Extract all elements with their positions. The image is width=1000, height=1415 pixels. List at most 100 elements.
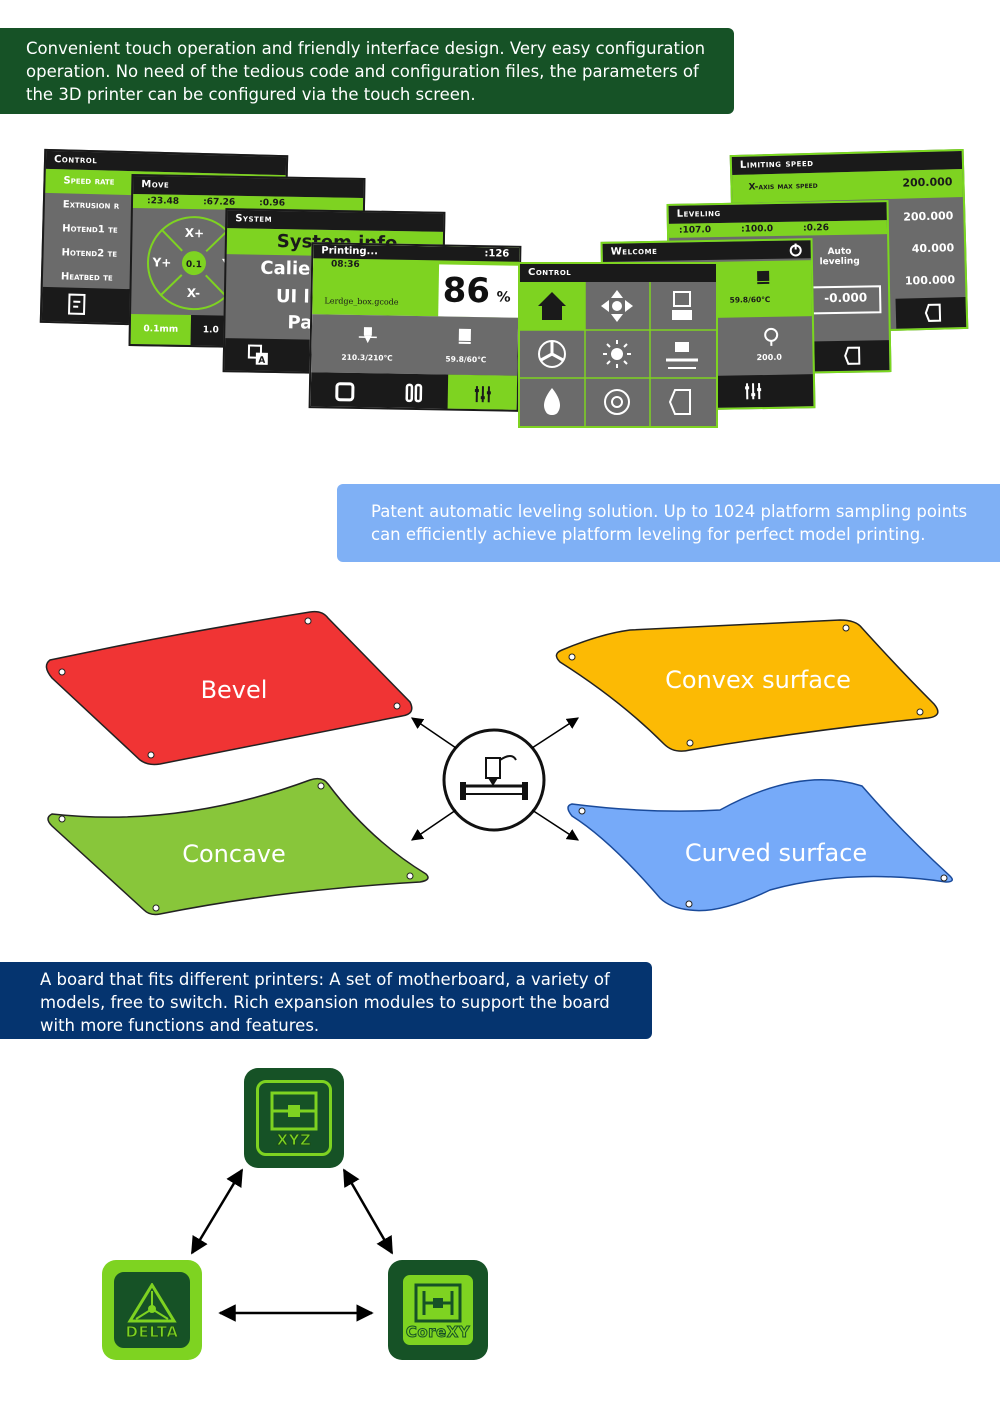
surface-types-diagram: Bevel Convex surface Concave Curved surf… — [45, 610, 953, 916]
step-center-label: 0.1 — [186, 260, 202, 270]
curved-surface: Curved surface — [567, 779, 953, 912]
board-banner-line-1: A board that fits different printers: A … — [40, 970, 610, 989]
z-home-icon[interactable] — [762, 327, 780, 347]
touch-banner-line-3: the 3D printer can be configured via the… — [26, 85, 476, 104]
fan-icon[interactable] — [538, 340, 566, 368]
home-icon[interactable] — [538, 292, 566, 320]
corexy-tile[interactable]: CoreXY — [388, 1260, 488, 1360]
control-screen: Control Speed rate Extrusion r Hotend1 t… — [39, 148, 289, 330]
welcome-title-bar: Welcome — [602, 240, 811, 262]
touch-banner-line-1: Convenient touch operation and friendly … — [26, 39, 706, 58]
convex-label: Convex surface — [665, 666, 851, 694]
progress-percent-sign: % — [496, 289, 511, 306]
move-joystick[interactable]: X+ X- Y+ Y- 0.1 — [143, 212, 245, 314]
x-axis-speed-row[interactable]: X-axis max speed 200.000 — [732, 169, 963, 204]
delta-icon — [127, 1283, 177, 1323]
flame-icon[interactable] — [544, 388, 560, 415]
x-coord: :23.48 — [146, 196, 180, 207]
nozzle-icon — [358, 327, 377, 344]
system-screen: System System info Calie UI l Pa A — [222, 208, 446, 376]
light-icon[interactable] — [603, 340, 631, 368]
surface-arrows — [411, 717, 580, 841]
auto-leveling-button[interactable]: Auto leveling — [819, 246, 860, 268]
touch-banner-line-2: operation. No need of the tedious code a… — [26, 62, 699, 81]
move-arrows-icon[interactable] — [601, 290, 633, 322]
leveling-y: :100.0 — [740, 224, 774, 235]
extruder-icon[interactable] — [672, 291, 692, 320]
step-01-button[interactable]: 0.1mm — [130, 313, 192, 346]
bed-temp: 59.8/60℃ — [445, 354, 487, 365]
y-plus-label[interactable]: Y+ — [151, 255, 171, 269]
board-banner-line-2: models, free to switch. Rich expansion m… — [40, 993, 610, 1012]
auto-leveling-line-2: leveling — [819, 256, 860, 268]
leveling-banner-line-1: Patent automatic leveling solution. Up t… — [371, 502, 968, 521]
svg-text:A: A — [258, 356, 265, 366]
xyz-tile[interactable]: XYZ — [244, 1068, 344, 1168]
xyz-label: XYZ — [276, 1131, 312, 1150]
touch-banner: Convenient touch operation and friendly … — [0, 28, 734, 114]
xyz-icon — [270, 1091, 318, 1131]
printing-temps: 210.3/210℃ 59.8/60℃ — [311, 314, 519, 376]
printing-time: 08:36 — [330, 259, 360, 271]
filament-icon[interactable] — [604, 389, 630, 415]
delta-tile[interactable]: DELTA — [102, 1260, 202, 1360]
exit-icon[interactable] — [668, 389, 691, 415]
control-icon-grid — [520, 282, 716, 426]
welcome-bed-panel: 59.8/60℃ — [714, 260, 816, 318]
progress-percent: 86 — [442, 270, 491, 312]
control-grid-title: Control — [520, 264, 716, 282]
language-icon[interactable]: A — [247, 343, 269, 366]
welcome-screen: Welcome 59.8/60℃ 200.0 — [600, 238, 816, 412]
gcode-filename: Lerdge_box.gcode — [324, 296, 399, 307]
e-axis-speed-value: 100.000 — [904, 273, 956, 288]
limiting-back — [895, 296, 967, 329]
power-icon[interactable] — [789, 242, 803, 257]
leveling-banner-line-2: can efficiently achieve platform levelin… — [371, 525, 926, 544]
auto-leveling-line-1: Auto — [827, 246, 852, 258]
welcome-z-value: 200.0 — [756, 352, 782, 363]
pause-icon[interactable] — [379, 373, 448, 411]
printing-toolbar — [310, 372, 518, 412]
curved-label: Curved surface — [685, 839, 867, 867]
stop-icon[interactable] — [311, 372, 380, 411]
printing-title: Printing... — [321, 245, 379, 258]
corexy-icon — [414, 1283, 462, 1323]
leveling-x: :107.0 — [678, 225, 712, 236]
x-minus-label[interactable]: X- — [187, 286, 201, 300]
leveling-back — [808, 340, 890, 372]
leveling-z: :0.26 — [803, 223, 830, 234]
limiting-speed-screen: Limiting speed X-axis max speed 200.000 … — [729, 148, 969, 336]
x-plus-label[interactable]: X+ — [185, 226, 205, 240]
printhead-icon[interactable] — [666, 342, 698, 369]
board-banner-line-3: with more functions and features. — [40, 1016, 320, 1035]
welcome-title: Welcome — [610, 245, 658, 258]
system-toolbar: A — [224, 338, 442, 374]
welcome-heatbed-icon — [757, 270, 770, 285]
printing-screen: Printing... 08:36 :126 Lerdge_box.gcode … — [308, 242, 522, 412]
nozzle-temp: 210.3/210℃ — [341, 352, 393, 363]
board-banner: A board that fits different printers: A … — [0, 962, 652, 1039]
bevel-surface: Bevel — [45, 610, 413, 766]
control-screen-toolbar — [41, 286, 283, 328]
back-icon[interactable] — [924, 303, 945, 324]
heatbed-icon — [458, 328, 471, 344]
system-screen-title: System — [227, 210, 444, 232]
delta-label: DELTA — [125, 1323, 179, 1342]
kinematics-arrows — [190, 1168, 394, 1322]
welcome-bed-temp: 59.8/60℃ — [729, 294, 771, 305]
adjust-icon[interactable] — [447, 374, 518, 412]
corexy-label: CoreXY — [405, 1323, 471, 1342]
edit-icon[interactable] — [66, 292, 91, 317]
y-axis-speed-value: 200.000 — [903, 209, 954, 224]
x-axis-speed-label: X-axis max speed — [748, 180, 818, 193]
printer-hub — [442, 728, 546, 832]
welcome-adjust-icon[interactable] — [743, 381, 763, 401]
control-grid-screen: Control — [518, 262, 718, 428]
move-screen: Move :23.48 :67.26 :0.96 X+ X- Y+ Y- 0.1… — [128, 173, 366, 351]
z-axis-speed-value: 40.000 — [911, 241, 955, 256]
progress-panel: 86 % — [438, 264, 520, 318]
leveling-back-icon[interactable] — [843, 346, 863, 366]
printer-icon — [460, 755, 528, 800]
leveling-banner: Patent automatic leveling solution. Up t… — [337, 484, 1000, 562]
z-offset-value: -0.000 — [824, 290, 868, 306]
